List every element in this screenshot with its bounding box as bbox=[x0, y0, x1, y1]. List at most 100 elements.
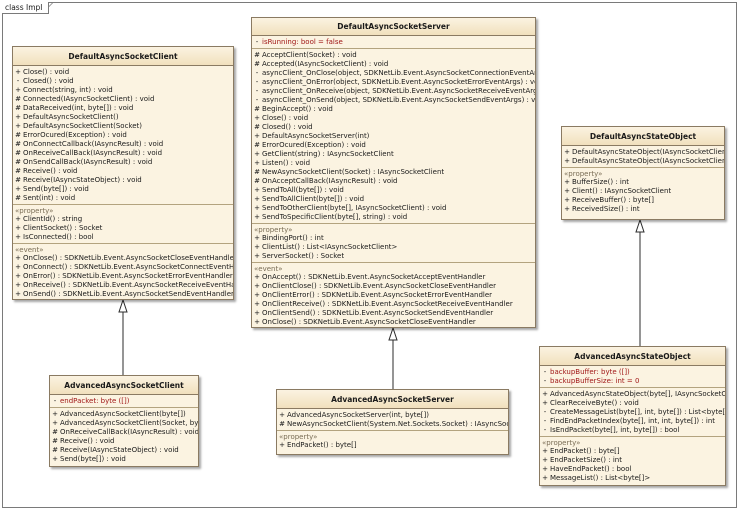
property-row[interactable]: +BufferSize() : int bbox=[562, 178, 724, 187]
method-row[interactable]: -IsEndPacket(byte[], int, byte[]) : bool bbox=[540, 426, 725, 435]
method-row[interactable]: -asyncClient_OnError(object, SDKNetLib.E… bbox=[252, 78, 535, 87]
method-row[interactable]: +Listen() : void bbox=[252, 159, 535, 168]
method-signature: DefaultAsyncSocketClient() bbox=[23, 113, 119, 121]
method-row[interactable]: #OnReceiveCallBack(IAsyncResult) : void bbox=[50, 428, 198, 437]
field-row[interactable]: -backupBufferSize: int = 0 bbox=[540, 377, 725, 386]
class-advanced-async-state-object[interactable]: AdvancedAsyncStateObject -backupBuffer: … bbox=[539, 346, 726, 486]
visibility-marker: + bbox=[15, 263, 21, 271]
property-signature: ClientId() : string bbox=[23, 215, 83, 223]
method-row[interactable]: +DefaultAsyncStateObject(IAsyncSocketCli… bbox=[562, 148, 724, 157]
event-row[interactable]: +OnClose() : SDKNetLib.Event.AsyncSocket… bbox=[252, 318, 535, 327]
property-row[interactable]: +ClientSocket() : Socket bbox=[13, 224, 233, 233]
property-row[interactable]: +HaveEndPacket() : bool bbox=[540, 465, 725, 474]
property-row[interactable]: +Client() : IAsyncSocketClient bbox=[562, 187, 724, 196]
method-row[interactable]: #OnConnectCallback(IAsyncResult) : void bbox=[13, 140, 233, 149]
event-signature: OnClientError() : SDKNetLib.Event.AsyncS… bbox=[262, 291, 493, 299]
method-row[interactable]: -asyncClient_OnClose(object, SDKNetLib.E… bbox=[252, 69, 535, 78]
property-row[interactable]: +ClientId() : string bbox=[13, 215, 233, 224]
method-row[interactable]: #Receive() : void bbox=[13, 167, 233, 176]
method-row[interactable]: -asyncClient_OnSend(object, SDKNetLib.Ev… bbox=[252, 96, 535, 105]
method-row[interactable]: #OnAcceptCallBack(IAsyncResult) : void bbox=[252, 177, 535, 186]
method-row[interactable]: #OnReceiveCallBack(IAsyncResult) : void bbox=[13, 149, 233, 158]
method-row[interactable]: +SendToAll(byte[]) : void bbox=[252, 186, 535, 195]
event-row[interactable]: +OnAccept() : SDKNetLib.Event.AsyncSocke… bbox=[252, 273, 535, 282]
class-advanced-async-socket-server[interactable]: AdvancedAsyncSocketServer +AdvancedAsync… bbox=[276, 389, 509, 455]
field-row[interactable]: -endPacket: byte ([]) bbox=[50, 397, 198, 406]
event-row[interactable]: +OnConnect() : SDKNetLib.Event.AsyncSock… bbox=[13, 263, 233, 272]
property-row[interactable]: +ServerSocket() : Socket bbox=[252, 252, 535, 261]
event-row[interactable]: +OnClose() : SDKNetLib.Event.AsyncSocket… bbox=[13, 254, 233, 263]
method-row[interactable]: #DataReceived(int, byte[]) : void bbox=[13, 104, 233, 113]
property-row[interactable]: +EndPacket() : byte[] bbox=[540, 447, 725, 456]
visibility-marker: + bbox=[564, 157, 570, 165]
method-signature: Close() : void bbox=[262, 114, 309, 122]
method-row[interactable]: #NewAsyncSocketClient(Socket) : IAsyncSo… bbox=[252, 168, 535, 177]
method-row[interactable]: #Receive(IAsyncStateObject) : void bbox=[50, 446, 198, 455]
method-row[interactable]: -FindEndPacketIndex(byte[], int, int, by… bbox=[540, 417, 725, 426]
visibility-marker: # bbox=[254, 141, 260, 149]
method-row[interactable]: #NewAsyncSocketClient(System.Net.Sockets… bbox=[277, 420, 508, 429]
event-row[interactable]: +OnError() : SDKNetLib.Event.AsyncSocket… bbox=[13, 272, 233, 281]
visibility-marker: + bbox=[15, 272, 21, 280]
method-row[interactable]: #OnSendCallBack(IAsyncResult) : void bbox=[13, 158, 233, 167]
property-row[interactable]: +EndPacket() : byte[] bbox=[277, 441, 508, 450]
method-row[interactable]: #Connected(IAsyncSocketClient) : void bbox=[13, 95, 233, 104]
event-row[interactable]: +OnClientSend() : SDKNetLib.Event.AsyncS… bbox=[252, 309, 535, 318]
method-row[interactable]: +AdvancedAsyncSocketClient(Socket, byte[… bbox=[50, 419, 198, 428]
method-row[interactable]: +Close() : void bbox=[252, 114, 535, 123]
method-row[interactable]: +SendToSpecificClient(byte[], string) : … bbox=[252, 213, 535, 222]
field-row[interactable]: -isRunning: bool = false bbox=[252, 38, 535, 47]
field-row[interactable]: -backupBuffer: byte ([]) bbox=[540, 368, 725, 377]
event-row[interactable]: +OnError() : SDKNetLib.Event.AsyncSocket… bbox=[252, 327, 535, 328]
method-row[interactable]: +DefaultAsyncSocketClient(Socket) bbox=[13, 122, 233, 131]
property-signature: ServerSocket() : Socket bbox=[262, 252, 345, 260]
method-row[interactable]: -CreateMessageList(byte[], int, byte[]) … bbox=[540, 408, 725, 417]
method-row[interactable]: +DefaultAsyncStateObject(IAsyncSocketCli… bbox=[562, 157, 724, 166]
visibility-marker: + bbox=[15, 233, 21, 241]
event-row[interactable]: +OnClientClose() : SDKNetLib.Event.Async… bbox=[252, 282, 535, 291]
method-signature: asyncClient_OnClose(object, SDKNetLib.Ev… bbox=[262, 69, 536, 77]
method-row[interactable]: +Close() : void bbox=[13, 68, 233, 77]
method-row[interactable]: +AdvancedAsyncSocketServer(int, byte[]) bbox=[277, 411, 508, 420]
property-row[interactable]: +EndPacketSize() : int bbox=[540, 456, 725, 465]
method-row[interactable]: #BeginAccept() : void bbox=[252, 105, 535, 114]
method-row[interactable]: +ClearReceiveByte() : void bbox=[540, 399, 725, 408]
method-row[interactable]: -Closed() : void bbox=[13, 77, 233, 86]
method-row[interactable]: #Closed() : void bbox=[252, 123, 535, 132]
visibility-marker: + bbox=[52, 419, 58, 427]
property-row[interactable]: +ReceiveBuffer() : byte[] bbox=[562, 196, 724, 205]
property-row[interactable]: +ReceivedSize() : int bbox=[562, 205, 724, 214]
method-row[interactable]: +DefaultAsyncSocketServer(int) bbox=[252, 132, 535, 141]
class-default-async-socket-server[interactable]: DefaultAsyncSocketServer -isRunning: boo… bbox=[251, 17, 536, 328]
property-row[interactable]: +BindingPort() : int bbox=[252, 234, 535, 243]
method-row[interactable]: +AdvancedAsyncSocketClient(byte[]) bbox=[50, 410, 198, 419]
class-advanced-async-socket-client[interactable]: AdvancedAsyncSocketClient -endPacket: by… bbox=[49, 375, 199, 467]
event-row[interactable]: +OnReceive() : SDKNetLib.Event.AsyncSock… bbox=[13, 281, 233, 290]
method-row[interactable]: +Send(byte[]) : void bbox=[13, 185, 233, 194]
visibility-marker: + bbox=[254, 300, 260, 308]
event-row[interactable]: +OnClientError() : SDKNetLib.Event.Async… bbox=[252, 291, 535, 300]
method-row[interactable]: #Receive(IAsyncStateObject) : void bbox=[13, 176, 233, 185]
method-row[interactable]: +AdvancedAsyncStateObject(byte[], IAsync… bbox=[540, 390, 725, 399]
method-row[interactable]: +Connect(string, int) : void bbox=[13, 86, 233, 95]
class-default-async-state-object[interactable]: DefaultAsyncStateObject +DefaultAsyncSta… bbox=[561, 126, 725, 220]
method-row[interactable]: #Sent(int) : void bbox=[13, 194, 233, 203]
event-row[interactable]: +OnClientReceive() : SDKNetLib.Event.Asy… bbox=[252, 300, 535, 309]
method-row[interactable]: -asyncClient_OnReceive(object, SDKNetLib… bbox=[252, 87, 535, 96]
property-row[interactable]: +MessageList() : List<byte[]> bbox=[540, 474, 725, 483]
method-row[interactable]: +Send(byte[]) : void bbox=[50, 455, 198, 464]
method-row[interactable]: #ErrorOcured(Exception) : void bbox=[13, 131, 233, 140]
method-row[interactable]: +GetClient(string) : IAsyncSocketClient bbox=[252, 150, 535, 159]
method-row[interactable]: +SendToOtherClient(byte[], IAsyncSocketC… bbox=[252, 204, 535, 213]
visibility-marker: # bbox=[15, 131, 21, 139]
method-row[interactable]: +SendToAllClient(byte[]) : void bbox=[252, 195, 535, 204]
event-row[interactable]: +OnSend() : SDKNetLib.Event.AsyncSocketS… bbox=[13, 290, 233, 299]
property-row[interactable]: +IsConnected() : bool bbox=[13, 233, 233, 242]
method-row[interactable]: #Receive() : void bbox=[50, 437, 198, 446]
method-row[interactable]: #AcceptClient(Socket) : void bbox=[252, 51, 535, 60]
property-row[interactable]: +ClientList() : List<IAsyncSocketClient> bbox=[252, 243, 535, 252]
method-row[interactable]: #Accepted(IAsyncSocketClient) : void bbox=[252, 60, 535, 69]
class-default-async-socket-client[interactable]: DefaultAsyncSocketClient +Close() : void… bbox=[12, 46, 234, 300]
method-row[interactable]: #ErrorOcured(Exception) : void bbox=[252, 141, 535, 150]
method-row[interactable]: +DefaultAsyncSocketClient() bbox=[13, 113, 233, 122]
